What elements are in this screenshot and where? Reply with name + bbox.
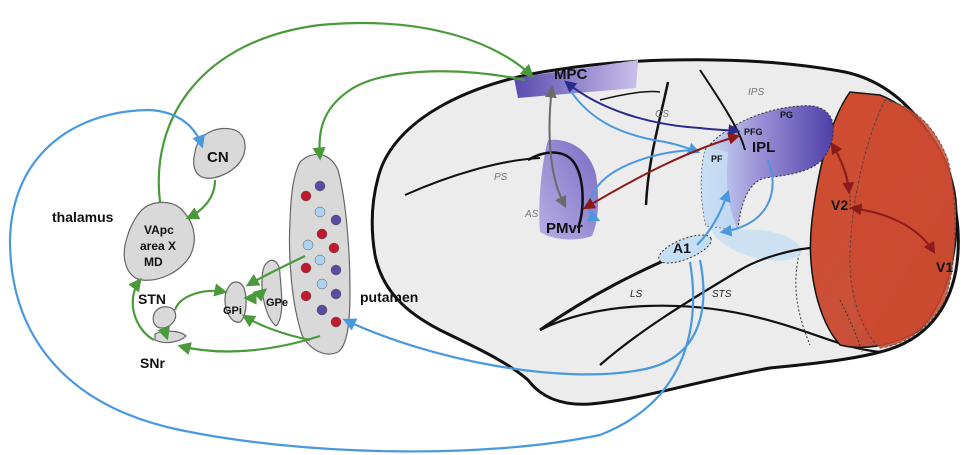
label-a1: A1 xyxy=(673,240,691,256)
green-snr-to-thalamus xyxy=(128,277,155,341)
putamen-dot-red xyxy=(300,262,312,274)
blue-ipl-to-a1 xyxy=(719,159,774,237)
label-v2: V2 xyxy=(831,197,848,213)
green-putamen-to-gpi xyxy=(245,255,306,287)
label-pf: PF xyxy=(711,154,723,164)
label-gpe: GPe xyxy=(266,297,288,309)
label-thalamus: thalamus xyxy=(52,209,114,225)
putamen-dot-lightblue xyxy=(302,239,314,251)
label-pmvr: PMvr xyxy=(546,220,583,237)
putamen-nucleus xyxy=(288,153,351,355)
stn-nucleus xyxy=(152,306,177,329)
putamen-dot-purple xyxy=(330,214,342,226)
putamen-dot-purple xyxy=(316,304,328,316)
label-ps: PS xyxy=(494,172,508,183)
cn-nucleus xyxy=(192,127,246,179)
label-ls: LS xyxy=(630,289,643,300)
label-as: AS xyxy=(524,209,539,220)
gray-mpc-pmvr xyxy=(544,85,567,209)
label-sts: STS xyxy=(712,289,732,300)
putamen-dot-red xyxy=(330,316,342,328)
blue-loop-to-cn xyxy=(8,108,695,453)
putamen-dot-lightblue xyxy=(314,254,326,266)
putamen-dot-red xyxy=(300,290,312,302)
label-putamen: putamen xyxy=(360,289,418,305)
label-gpi: GPi xyxy=(223,305,242,317)
label-pfg: PFG xyxy=(744,127,763,137)
thalamus-nucleus xyxy=(123,201,195,281)
label-stn: STN xyxy=(138,291,166,307)
putamen-dots xyxy=(300,180,342,328)
label-pg: PG xyxy=(780,110,793,120)
red-v2-to-v1 xyxy=(849,203,936,255)
label-ips: IPS xyxy=(748,87,764,98)
label-v1: V1 xyxy=(936,259,953,275)
lower-parietal-blue xyxy=(710,228,802,261)
label-thalamus-md: MD xyxy=(144,255,163,269)
green-gpi-gpe xyxy=(243,288,268,305)
green-thalamus-to-mpc xyxy=(157,21,534,203)
label-thalamus-areax: area X xyxy=(140,239,176,253)
green-putamen-to-gpi-lower xyxy=(241,314,311,342)
putamen-dot-red xyxy=(316,228,328,240)
green-putamen-to-snr xyxy=(177,334,321,355)
putamen-dot-purple xyxy=(330,288,342,300)
pathways xyxy=(8,21,936,453)
label-ipl: IPL xyxy=(752,139,775,156)
putamen-dot-purple xyxy=(314,180,326,192)
putamen-dot-lightblue xyxy=(316,278,328,290)
label-cn: CN xyxy=(207,149,229,166)
red-ipl-to-v2 xyxy=(830,141,855,195)
putamen-dot-lightblue xyxy=(314,206,326,218)
putamen-dot-purple xyxy=(330,264,342,276)
navy-mpc-to-pfg xyxy=(564,80,741,137)
label-snr: SNr xyxy=(140,355,165,371)
a1-region xyxy=(658,234,712,264)
arcuate-sulcus xyxy=(527,151,584,229)
superior-temporal-sulcus xyxy=(599,246,811,366)
blue-a1-to-putamen xyxy=(342,259,705,376)
green-stn-snr xyxy=(157,325,170,341)
green-mpc-to-putamen xyxy=(312,70,526,161)
green-stn-to-gpi xyxy=(173,283,228,311)
labels: CN thalamus VApc area X MD STN SNr GPi G… xyxy=(52,66,953,371)
label-thalamus-vapc: VApc xyxy=(144,223,174,237)
label-mpc: MPC xyxy=(554,66,588,83)
principal-sulcus xyxy=(404,157,541,196)
putamen-dot-red xyxy=(328,242,340,254)
snr-nucleus xyxy=(154,330,187,344)
putamen-dot-red xyxy=(300,190,312,202)
label-cs: CS xyxy=(655,109,669,120)
red-pfg-to-pmvr xyxy=(582,132,741,210)
green-cn-to-thalamus xyxy=(185,179,217,220)
gpe-nucleus xyxy=(261,259,283,327)
